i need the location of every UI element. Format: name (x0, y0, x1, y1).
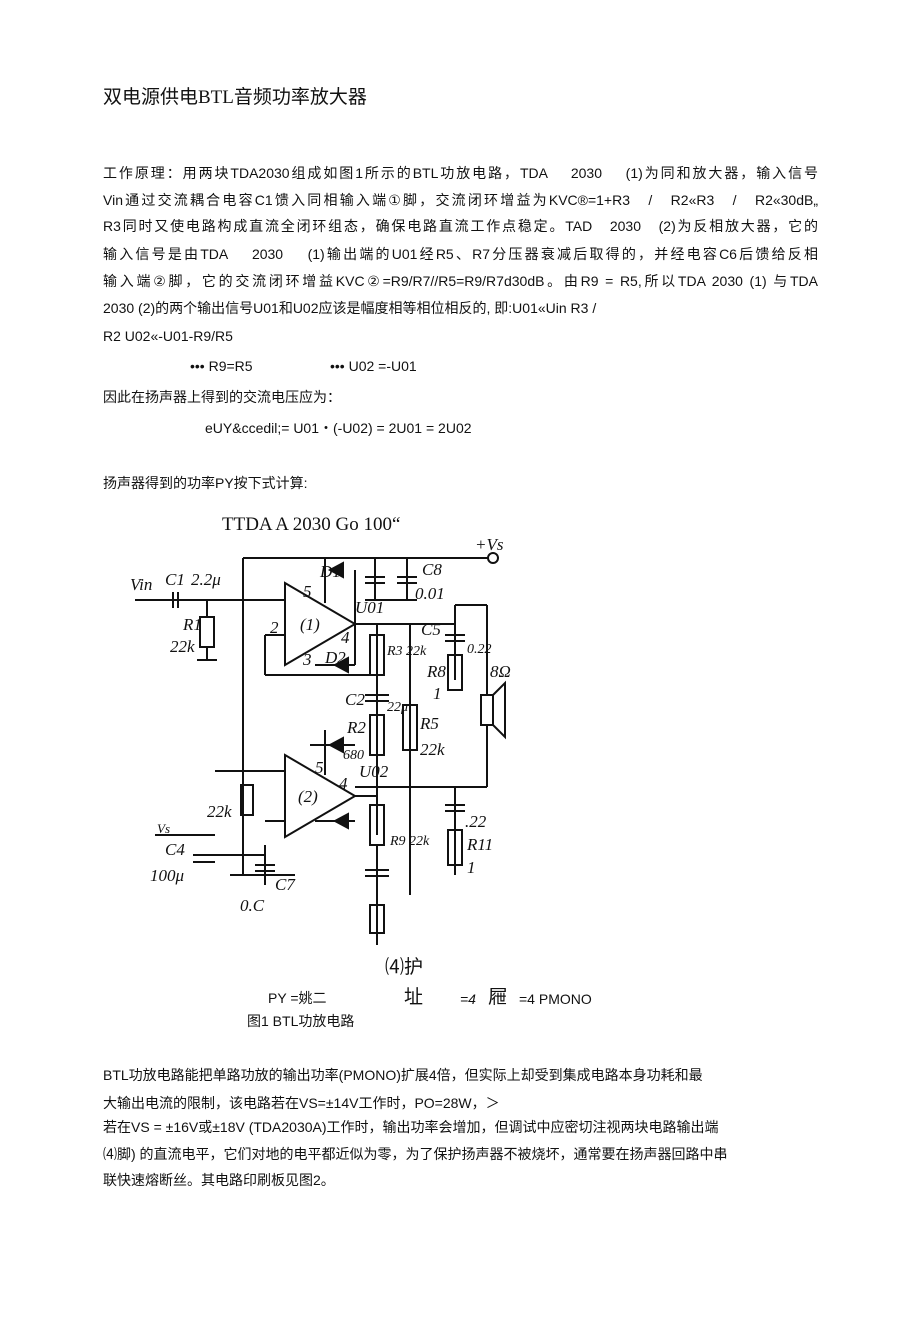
speaker-power-line: 扬声器得到的功率PY按下式计算: (103, 475, 308, 491)
label-pin4-a: 4 (341, 628, 350, 647)
document-title: 双电源供电BTL音频功率放大器 (103, 87, 367, 108)
speaker-voltage-line: 因此在扬声器上得到的交流电压应为： (103, 389, 341, 405)
paragraph-line: Vin通过交流耦合电容C1馈入同相输入端①脚，交流闭环增益为KVC®=1+R3 … (103, 192, 818, 208)
label-c7-value: 0.C (240, 896, 265, 915)
label-d2: D2 (324, 648, 346, 667)
label-r2-value: 680 (343, 748, 364, 763)
label-c1: C1 (165, 570, 185, 589)
label-r9: R9 22k (389, 834, 430, 849)
paragraph-line: BTL功放电路能把单路功放的输出功率(PMONO)扩展4倍，但实际上却受到集成电… (103, 1067, 703, 1083)
paragraph-line: 联快速熔断丝。其电路印刷板见图2。 (103, 1172, 335, 1188)
paragraph-line: R2 U02«-U01-R9/R5 (103, 328, 233, 344)
label-amp1: (1) (300, 615, 320, 634)
label-vs-2: Vs (157, 821, 170, 836)
label-vs: +Vs (475, 535, 504, 554)
label-c2-value: 22μ (387, 700, 408, 715)
label-u02: U02 (359, 762, 389, 781)
label-amp2: (2) (298, 787, 318, 806)
label-c4: C4 (165, 840, 185, 859)
paragraph-line: 工作原理：用两块TDA2030组成如图1所示的BTL功放电路，TDA 2030 … (103, 165, 818, 181)
paragraph-line: 输入信号是由TDA 2030 (1)输出端的U01经R5、R7分压器衰减后取得的… (103, 246, 818, 262)
label-c7: C7 (275, 875, 296, 894)
label-c8-value: 0.01 (415, 584, 445, 603)
equation-voltage: eUY&ccedil;= U01・(-U02) = 2U01 = 2U02 (205, 420, 472, 436)
label-c5-value: 0.22 (467, 642, 492, 657)
label-r11-value: 1 (467, 858, 476, 877)
formula-part-d: =4 PMONO (519, 991, 592, 1007)
label-r1: R1 (182, 615, 202, 634)
label-pin3-a: 3 (302, 650, 312, 669)
label-c4-value: 100μ (150, 866, 184, 885)
label-d1: D1 (319, 562, 341, 581)
equation-r9-r5: ••• R9=R5 (190, 358, 253, 374)
label-r1-value: 22k (170, 637, 195, 656)
paragraph-line: ⑷脚) 的直流电平，它们对地的电平都近似为零，为了保护扬声器不被烧坏，通常要在扬… (103, 1146, 728, 1162)
btl-circuit-diagram: TTDA A 2030 Go 100“ +Vs Vin C1 2.2μ D1 C… (130, 514, 511, 945)
label-r2: R2 (346, 718, 366, 737)
label-r8: R8 (426, 662, 446, 681)
paragraph-line: 若在VS = ±16V或±18V (TDA2030A)工作时，输出功率会增加，但… (103, 1119, 719, 1135)
label-pin5-a: 5 (303, 582, 312, 601)
label-speaker: 8Ω (490, 662, 511, 681)
label-22k: 22k (207, 802, 232, 821)
formula-part-a: 址 (404, 987, 424, 1008)
formula-part-b: =4 (460, 991, 476, 1007)
label-c8: C8 (422, 560, 442, 579)
paragraph-line: 大输出电流的限制，该电路若在VS=±14V工作时，PO=28W，＞ (103, 1095, 500, 1111)
label-vin: Vin (130, 575, 152, 594)
label-u01: U01 (355, 598, 384, 617)
label-r5-value: 22k (420, 740, 445, 759)
label-c5: C5 (421, 620, 441, 639)
formula-py: PY =姚二 (268, 990, 327, 1006)
label-c1-value: 2.2μ (191, 570, 221, 589)
label-pin2-a: 2 (270, 618, 279, 637)
label-pin5-b: 5 (315, 758, 324, 777)
label-pin4-b: 4 (339, 774, 348, 793)
formula-part-c: 屜 (488, 987, 508, 1008)
figure-caption: 图1 BTL功放电路 (247, 1013, 355, 1029)
paragraph-line: R3同时又使电路构成直流全闭环组态，确保电路直流工作点稳定。TAD 2030 (… (103, 218, 818, 234)
formula-top: ⑷护 (385, 957, 424, 978)
label-r11: R11 (466, 835, 493, 854)
equation-u02: ••• U02 =-U01 (330, 358, 417, 374)
label-r8-value: 1 (433, 684, 442, 703)
paragraph-line: 输入端②脚，它的交流闭环增益KVC②=R9/R7//R5=R9/R7d30dB。… (103, 273, 818, 289)
label-c6-value: .22 (465, 812, 487, 831)
paragraph-line: 2030 (2)的两个输出信号U01和U02应该是幅度相等相位相反的, 即:U0… (103, 300, 597, 316)
label-r5: R5 (419, 714, 439, 733)
label-r3: R3 22k (386, 644, 427, 659)
figure-header: TTDA A 2030 Go 100“ (222, 514, 400, 535)
label-c2: C2 (345, 690, 365, 709)
